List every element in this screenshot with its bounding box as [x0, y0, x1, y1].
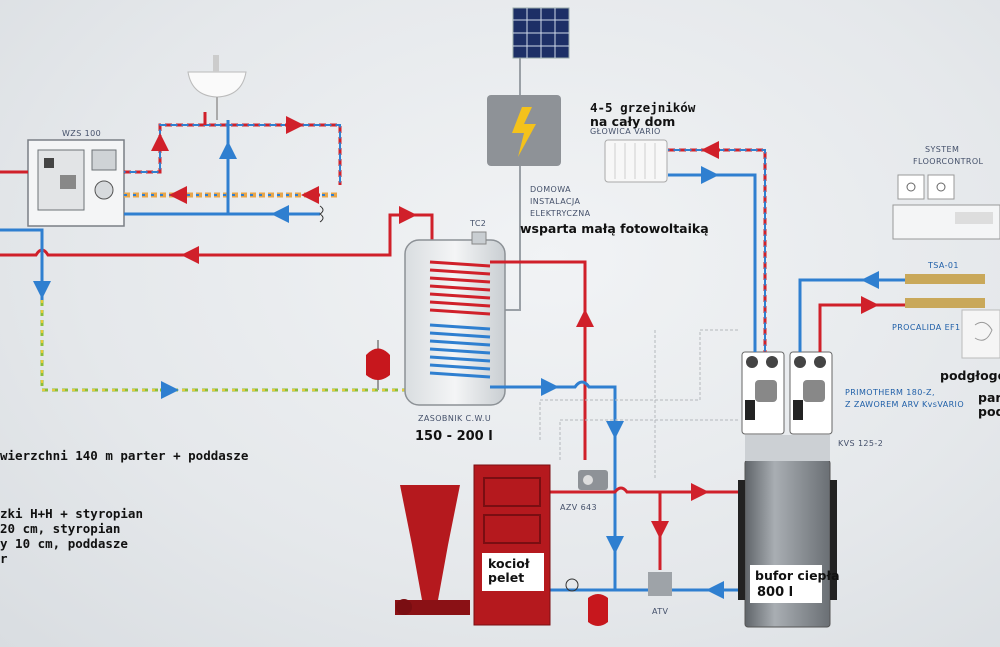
radiators-note-2: na cały dom: [590, 114, 675, 129]
azv-label: AZV 643: [560, 503, 597, 512]
procalida-label: PROCALIDA EF1: [892, 323, 961, 332]
tc2-label: TC2: [469, 219, 486, 228]
underfloor-note-1: podgłogó: [940, 368, 1000, 383]
domowa-label-1: DOMOWA: [530, 185, 571, 194]
kvs-label: KVS 125-2: [838, 439, 883, 448]
radiators-note-1: 4-5 grzejników: [590, 100, 696, 115]
underfloor-note-2: par: [978, 390, 1000, 405]
buffer-label-1: bufor ciepła: [755, 568, 840, 583]
zasobnik-capacity: 150 - 200 l: [415, 429, 493, 444]
radiator-icon: [604, 139, 668, 183]
floor-heating-icon: [961, 309, 1000, 359]
pellet-boiler: [395, 464, 551, 626]
boiler-expansion-vessel: [588, 594, 608, 626]
primotherm-label-1: PRIMOTHERM 180-Z,: [845, 388, 935, 397]
domowa-label-3: ELEKTRYCZNA: [530, 209, 591, 218]
house-note-3: 20 cm, styropian: [0, 521, 120, 536]
buffer-label-2: 800 l: [757, 585, 793, 600]
zasobnik-label: ZASOBNIK C.W.U: [418, 414, 491, 423]
buffer-tank: [738, 435, 837, 628]
wzs-label: WZS 100: [62, 129, 101, 138]
expansion-vessel: [366, 340, 390, 390]
house-note-4: y 10 cm, poddasze: [0, 536, 128, 551]
primotherm-label-2: Z ZAWOREM ARV KvsVARIO: [845, 400, 964, 409]
electric-box: [487, 95, 561, 311]
house-note-5: r: [0, 551, 8, 566]
house-note-2: zki H+H + styropian: [0, 506, 143, 521]
manifold: [905, 274, 985, 308]
system-label-1: SYSTEM: [925, 145, 959, 154]
dhw-tank: [404, 231, 506, 406]
boiler-label-2: pelet: [488, 570, 524, 585]
glowica-label: GŁOWICA VARIO: [590, 127, 661, 136]
domowa-label-2: INSTALACJA: [530, 197, 581, 206]
floor-controller: [892, 204, 1000, 240]
sink-icon: [187, 55, 247, 120]
atv-label: ATV: [652, 607, 669, 616]
tsa-label: TSA-01: [927, 261, 959, 270]
wzs-unit: [27, 139, 125, 227]
solar-panel: [512, 7, 570, 95]
house-note-1: wierzchni 140 m parter + poddasze: [0, 448, 249, 463]
pump-icon: [565, 578, 579, 592]
atv-valve: [648, 572, 672, 596]
underfloor-note-3: pod: [978, 404, 1000, 419]
fotowoltaika-note: wsparta małą fotowoltaiką: [520, 221, 709, 236]
azv-valve: [578, 470, 608, 490]
pump-group-1: [741, 351, 785, 435]
pump-group-2: [789, 351, 833, 435]
system-label-2: FLOORCONTROL: [913, 157, 984, 166]
lightning-icon: [512, 107, 536, 157]
boiler-label-1: kocioł: [488, 556, 530, 571]
thermostats: [897, 174, 955, 200]
